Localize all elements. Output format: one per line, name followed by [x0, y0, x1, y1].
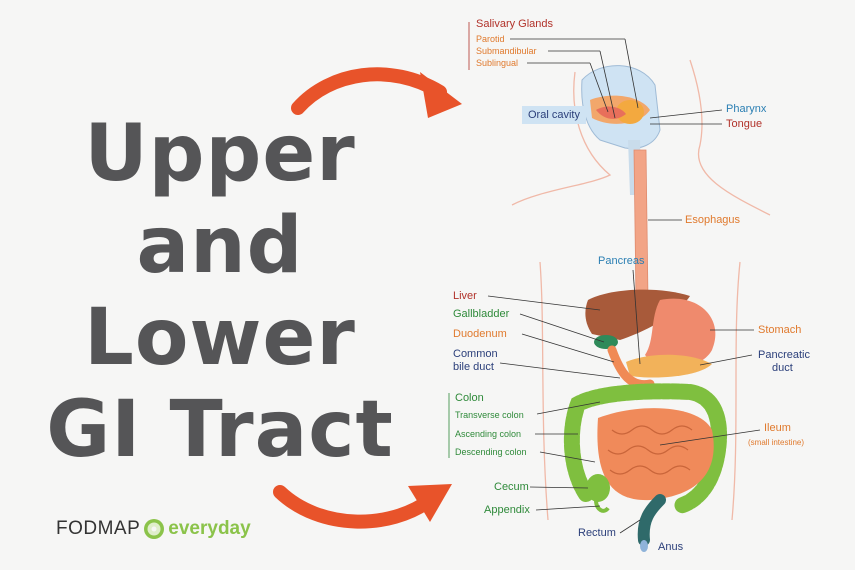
label-salivary-glands: Salivary Glands [476, 18, 553, 31]
label-pharynx: Pharynx [726, 103, 766, 116]
label-colon: Colon [455, 392, 484, 405]
fodmap-everyday-logo: FODMAP everyday [56, 518, 251, 540]
label-duodenum: Duodenum [453, 328, 507, 341]
label-transverse-colon: Transverse colon [455, 409, 524, 422]
label-ascending-colon: Ascending colon [455, 428, 521, 441]
label-ileum: Ileum [764, 422, 791, 435]
label-duct: duct [772, 362, 793, 375]
label-appendix: Appendix [484, 504, 530, 517]
head-anatomy [582, 66, 660, 195]
esophagus [634, 150, 648, 300]
label-liver: Liver [453, 290, 477, 303]
lower-arrow-icon [280, 484, 452, 522]
label-pancreas: Pancreas [598, 255, 644, 268]
cecum [586, 474, 610, 502]
label-cecum: Cecum [494, 481, 529, 494]
label-gallbladder: Gallbladder [453, 308, 509, 321]
label-anus: Anus [658, 541, 683, 554]
label-pancreatic: Pancreatic [758, 349, 810, 362]
label-tongue: Tongue [726, 118, 762, 131]
appendix [596, 500, 608, 511]
label-descending-colon: Descending colon [455, 446, 527, 459]
label-oral-cavity: Oral cavity [522, 106, 586, 124]
logo-text-right: everyday [168, 518, 250, 540]
kiwi-logo-icon [143, 518, 165, 540]
label-esophagus: Esophagus [685, 214, 740, 227]
upper-arrow-icon [298, 72, 462, 118]
label-bile-duct: bile duct [453, 361, 494, 374]
label-sublingual: Sublingual [476, 57, 518, 70]
label-small-intestine: (small intestine) [748, 436, 804, 449]
logo-text-left: FODMAP [56, 518, 140, 540]
label-rectum: Rectum [578, 527, 616, 540]
label-common: Common [453, 348, 498, 361]
rectum [644, 500, 660, 540]
label-stomach: Stomach [758, 324, 801, 337]
